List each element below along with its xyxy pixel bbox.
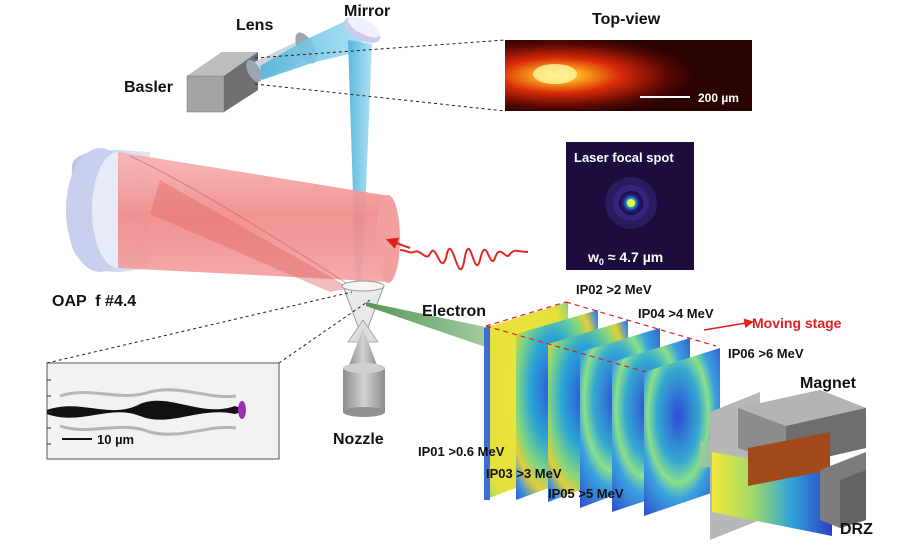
- probe-beam-wide: [260, 18, 366, 80]
- ip01-label: IP01 >0.6 MeV: [418, 444, 505, 459]
- simulation-leader-left: [46, 291, 353, 364]
- magnet: [738, 390, 866, 528]
- mirror-label: Mirror: [344, 3, 390, 20]
- simulation-scale-label: 10 µm: [97, 432, 134, 447]
- basler-camera: [186, 52, 258, 113]
- nozzle-label: Nozzle: [333, 431, 384, 448]
- electron-beam: [366, 302, 500, 352]
- moving-stage-arrow: [703, 318, 754, 331]
- ip03-label: IP03 >3 MeV: [486, 466, 562, 481]
- ip06-label: IP06 >6 MeV: [728, 346, 804, 361]
- ip02-label: IP02 >2 MeV: [576, 282, 652, 297]
- top-view-scale-label: 200 µm: [698, 91, 739, 105]
- basler-label: Basler: [124, 79, 173, 96]
- focal-spot-inset: [566, 142, 694, 270]
- w0-label: w0 ≈ 4.7 µm: [587, 249, 663, 267]
- moving-stage-label: Moving stage: [752, 315, 842, 331]
- drz-label: DRZ: [840, 521, 873, 538]
- image-plate-ip06: [644, 348, 720, 516]
- nozzle: [343, 328, 385, 417]
- magnet-label: Magnet: [800, 375, 857, 392]
- moving-stage-frame: [485, 301, 717, 373]
- oap-label: OAP f #4.4: [52, 293, 136, 310]
- top-view-label: Top-view: [592, 11, 661, 28]
- top-view-leader-bottom: [254, 83, 506, 112]
- ip04-label: IP04 >4 MeV: [638, 306, 714, 321]
- focal-spot-label: Laser focal spot: [574, 150, 674, 165]
- top-view-inset: [505, 40, 752, 111]
- laser-wave-icon: [385, 237, 529, 271]
- lens-label: Lens: [236, 17, 273, 34]
- simulation-inset: [46, 362, 280, 460]
- electron-label: Electron: [422, 303, 486, 320]
- mirror: [343, 16, 381, 43]
- ip05-label: IP05 >5 MeV: [548, 486, 624, 501]
- simulation-leader-right: [278, 299, 371, 364]
